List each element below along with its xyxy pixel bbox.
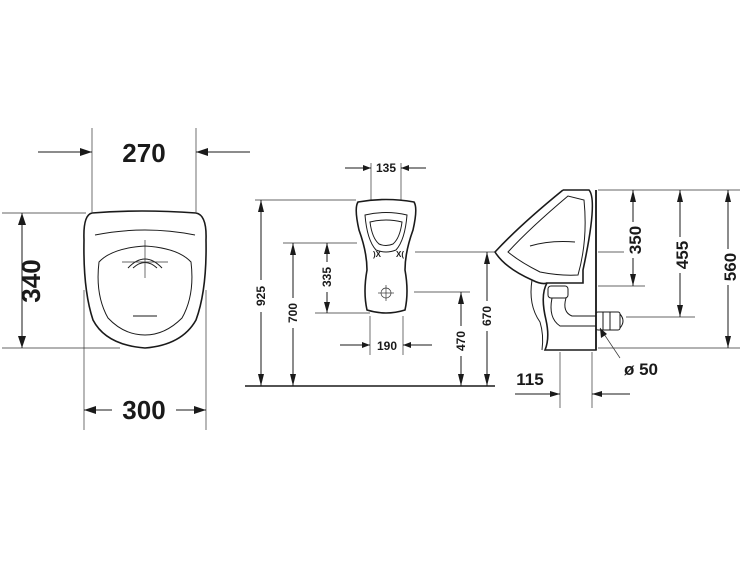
svg-text:)X: )X (373, 250, 382, 259)
side-view: 350 455 560 115 ø 50 (493, 189, 740, 408)
dim-340: 340 (16, 259, 46, 302)
dim-335: 335 (320, 267, 334, 287)
dim-350: 350 (626, 226, 645, 254)
dim-diameter-50: ø 50 (624, 360, 658, 379)
dim-270: 270 (122, 138, 165, 168)
dim-560: 560 (721, 253, 740, 281)
urinal-front-outline (83, 210, 207, 349)
dim-470: 470 (454, 331, 468, 351)
dim-300: 300 (122, 395, 165, 425)
dim-670: 670 (480, 306, 494, 326)
dim-925: 925 (254, 286, 268, 306)
dim-190: 190 (377, 339, 397, 353)
urinal-side-outline (542, 189, 597, 351)
svg-text:X(: X( (396, 250, 404, 259)
dim-115: 115 (516, 370, 543, 389)
dim-135: 135 (376, 161, 396, 175)
middle-view: 135 )X X( 925 700 335 (245, 161, 495, 387)
dim-455: 455 (673, 241, 692, 269)
dim-700: 700 (286, 303, 300, 323)
front-view: 270 340 300 (2, 128, 250, 430)
urinal-middle-outline (355, 198, 417, 314)
